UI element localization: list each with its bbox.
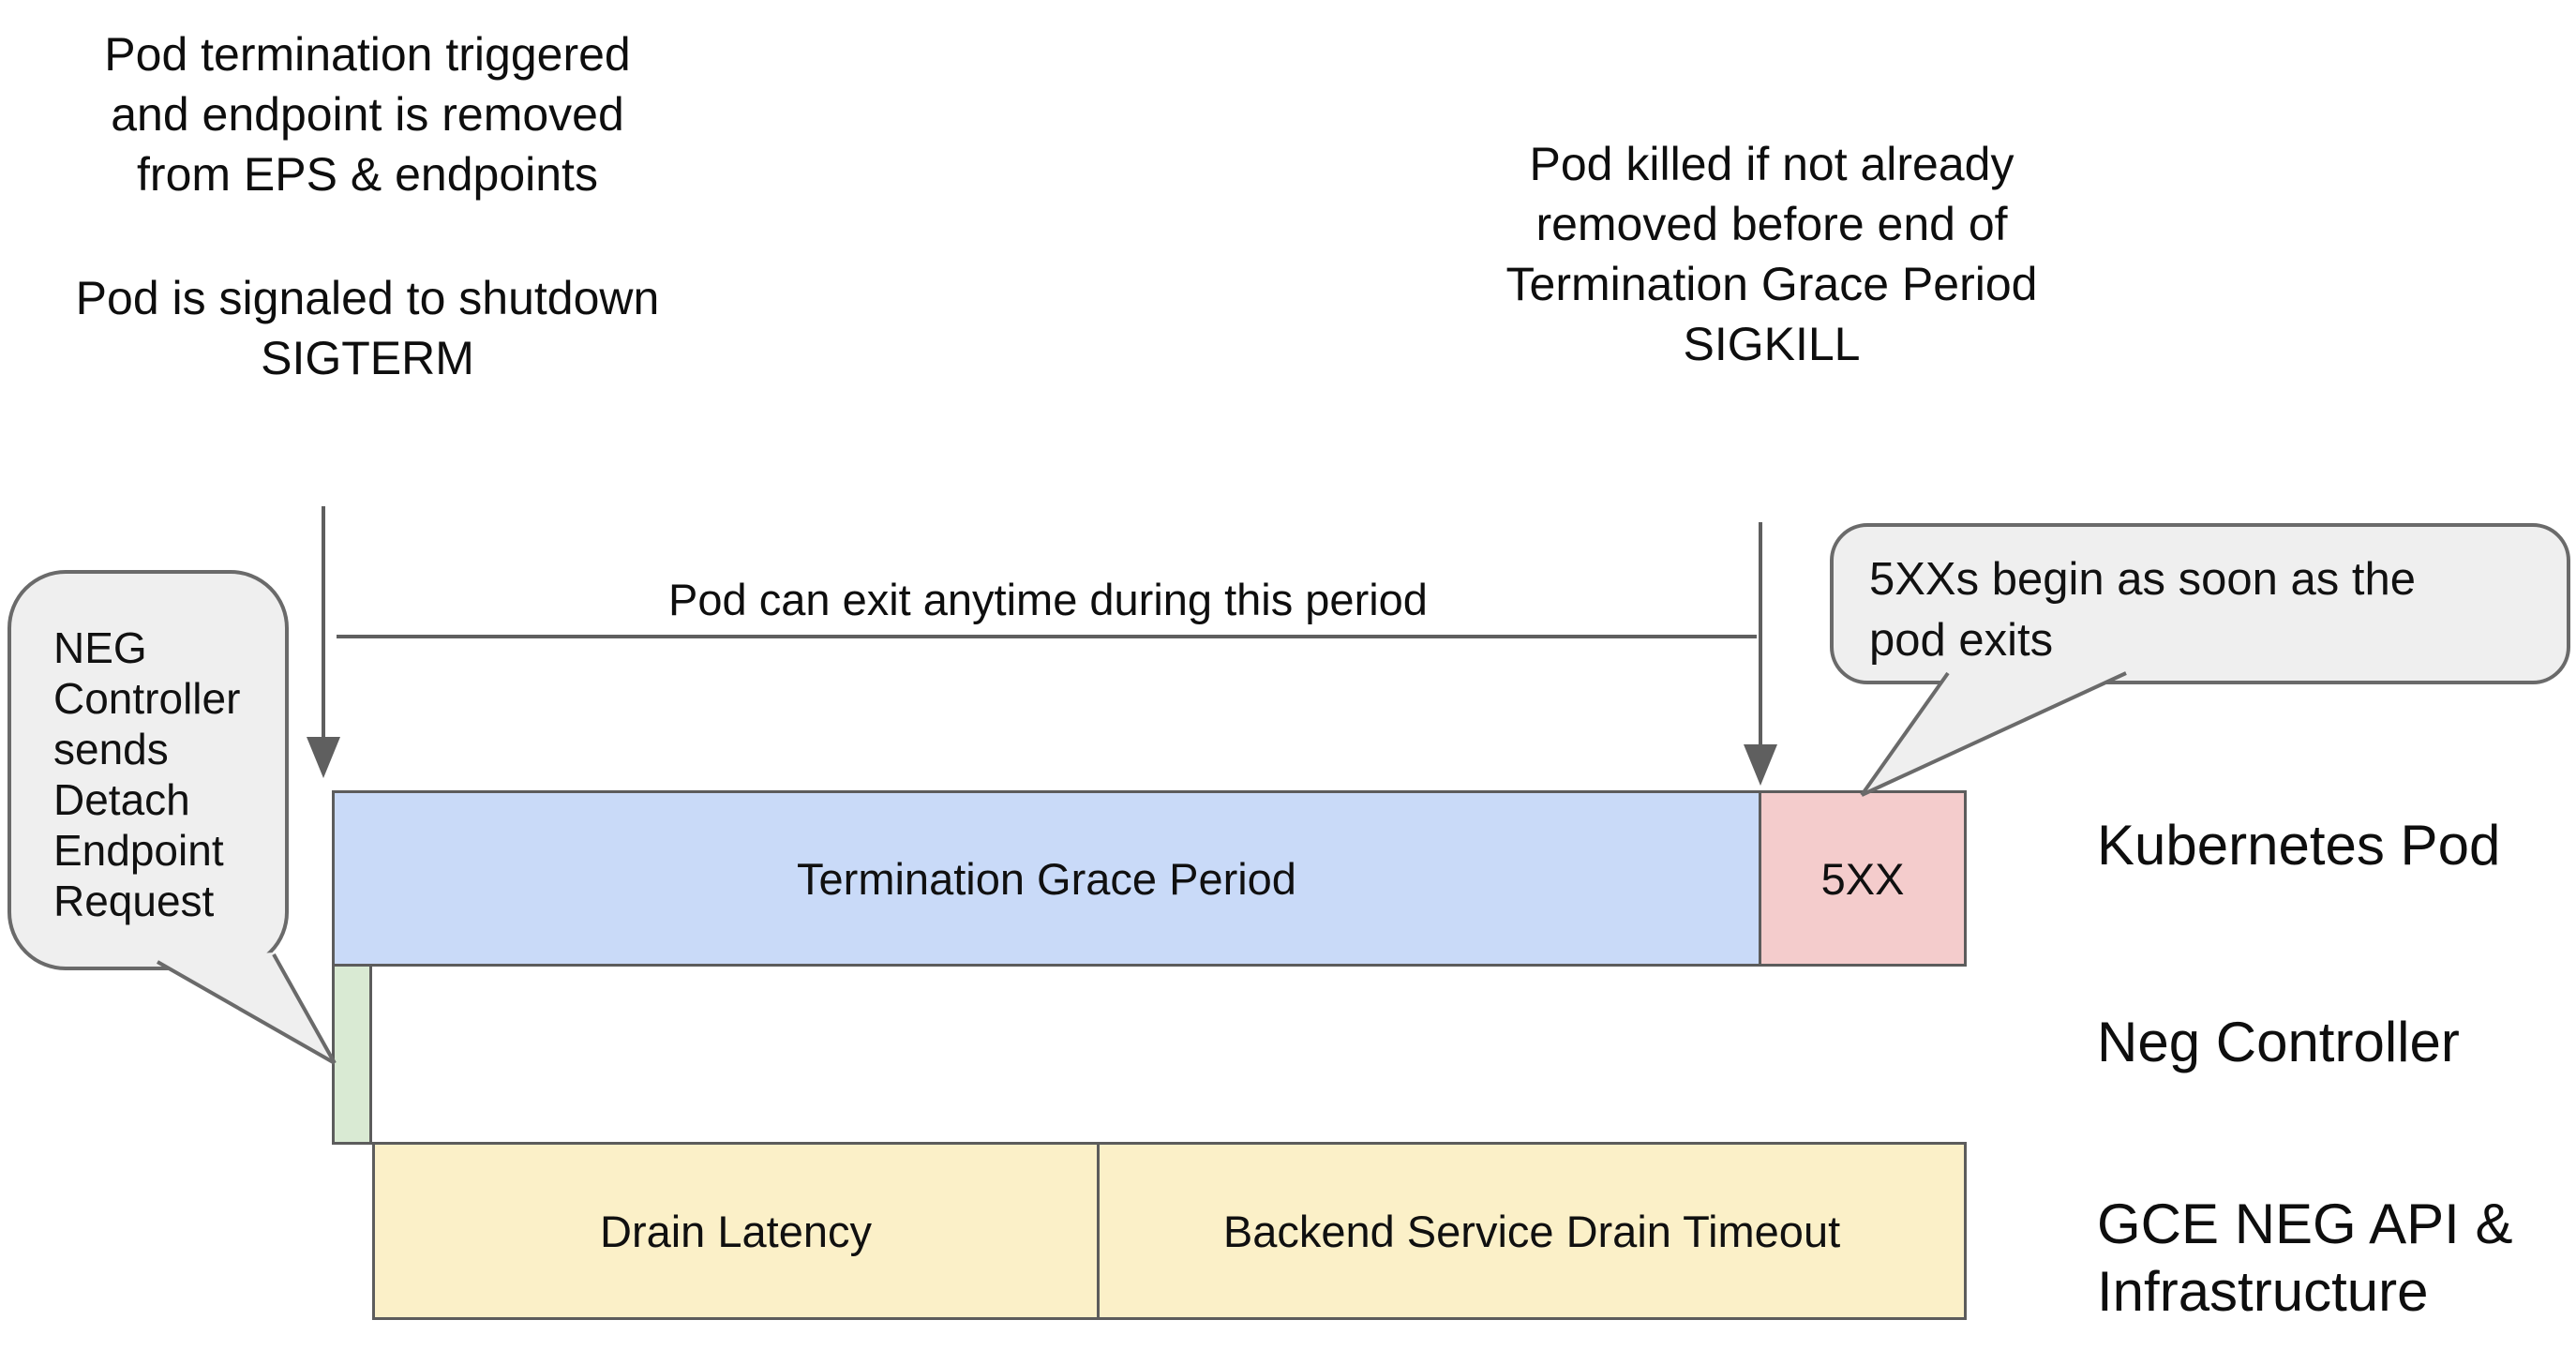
drain-bar: Drain Latency Backend Service Drain Time… — [372, 1142, 1967, 1320]
note-line: Pod is signaled to shutdown — [75, 272, 660, 324]
sigkill-arrowhead-icon — [1744, 744, 1777, 786]
callout-line: Detach — [53, 775, 190, 824]
left-callout-tail-edge — [157, 960, 336, 1065]
fivexx-label: 5XX — [1820, 853, 1905, 904]
drain-bar-divider — [1097, 1145, 1100, 1317]
detach-endpoint-marker-bar — [332, 964, 372, 1145]
callout-line: pod exits — [1869, 615, 2054, 666]
row-label-gce-line1: GCE NEG API & — [2097, 1192, 2513, 1255]
row-label-gce-neg: GCE NEG API & Infrastructure — [2097, 1191, 2512, 1326]
note-line: Pod termination triggered — [104, 28, 631, 81]
callout-line: Endpoint — [53, 826, 224, 875]
fivexx-callout: 5XXs begin as soon as the pod exits — [1830, 523, 2570, 684]
note-line: removed before end of — [1535, 198, 2008, 250]
row-label-kubernetes-pod: Kubernetes Pod — [2097, 814, 2501, 877]
drain-latency-segment: Drain Latency — [375, 1145, 1097, 1317]
right-callout-tail — [1862, 671, 2126, 795]
termination-grace-period-bar: Termination Grace Period — [332, 790, 1761, 967]
right-callout-tail-edge — [1861, 671, 2127, 797]
callout-line: Controller — [53, 674, 241, 723]
termination-grace-period-label: Termination Grace Period — [797, 853, 1296, 904]
note-line: Termination Grace Period — [1505, 258, 2038, 310]
backend-drain-timeout-segment: Backend Service Drain Timeout — [1100, 1145, 1964, 1317]
note-line: from EPS & endpoints — [137, 148, 598, 201]
note-line: and endpoint is removed — [111, 88, 624, 141]
right-callout-tail-edge — [1860, 671, 1950, 797]
note-pod-termination: Pod termination triggered and endpoint i… — [14, 24, 721, 204]
callout-line: Request — [53, 877, 215, 925]
row-label-neg-controller: Neg Controller — [2097, 1011, 2460, 1073]
fivexx-bar: 5XX — [1759, 790, 1967, 967]
exit-window-label: Pod can exit anytime during this period — [668, 575, 1428, 624]
callout-line: 5XXs begin as soon as the — [1869, 554, 2416, 605]
note-line: Pod killed if not already — [1529, 138, 2014, 190]
callout-line: sends — [53, 725, 169, 773]
left-callout-tail-edge — [272, 953, 337, 1064]
neg-controller-callout: NEG Controller sends Detach Endpoint Req… — [7, 570, 289, 970]
note-line: SIGKILL — [1683, 318, 1861, 370]
row-label-gce-line2: Infrastructure — [2097, 1260, 2429, 1323]
note-pod-killed: Pod killed if not already removed before… — [1406, 134, 2137, 374]
sigterm-arrowhead-icon — [307, 737, 340, 778]
backend-drain-timeout-label: Backend Service Drain Timeout — [1222, 1206, 1841, 1256]
callout-line: NEG — [53, 623, 147, 672]
drain-latency-label: Drain Latency — [600, 1206, 872, 1256]
note-pod-signal: Pod is signaled to shutdown SIGTERM — [14, 268, 721, 388]
note-line: SIGTERM — [261, 332, 474, 384]
